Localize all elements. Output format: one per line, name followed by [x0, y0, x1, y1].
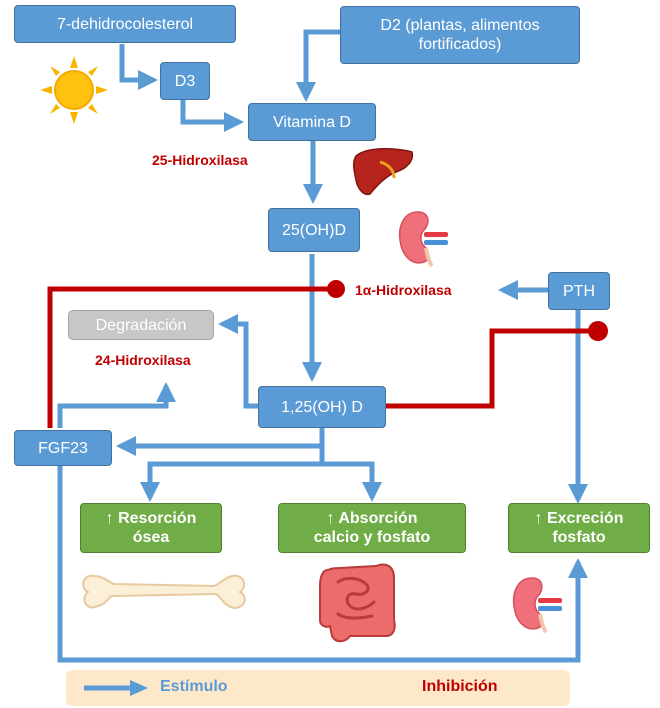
- kidney-icon: [398, 211, 448, 268]
- legend-stimulus-arrow: [84, 680, 148, 696]
- legend: Estímulo Inhibición: [66, 670, 570, 706]
- arrow-dehydro-to-d3: [119, 44, 158, 90]
- node-vitamina-d-label: Vitamina D: [273, 113, 351, 131]
- node-25ohd: 25(OH)D: [268, 208, 360, 252]
- arrow-125-to-degradacion: [218, 314, 260, 409]
- legend-stimulus-label: Estímulo: [160, 678, 228, 695]
- node-degradacion: Degradación: [68, 310, 214, 340]
- legend-inhibition-label: Inhibición: [422, 678, 498, 695]
- node-d3: D3: [160, 62, 210, 100]
- enzyme-1a-hidroxilasa: 1α-Hidroxilasa: [355, 282, 452, 298]
- node-vitamina-d: Vitamina D: [248, 103, 376, 141]
- outcome-resorcion-osea-label: ↑ Resorción ósea: [105, 510, 197, 546]
- arrow-125-to-absorcion: [322, 461, 382, 502]
- node-d2: D2 (plantas, alimentos fortificados): [340, 6, 580, 64]
- node-7-dehidrocolesterol: 7-dehidrocolesterol: [14, 5, 236, 43]
- arrow-fgf23-to-24: [57, 382, 176, 428]
- enzyme-24-hidroxilasa: 24-Hidroxilasa: [95, 352, 191, 368]
- liver-icon: [352, 148, 414, 196]
- node-degradacion-label: Degradación: [95, 316, 187, 334]
- inhibit-125-pth: [386, 328, 596, 409]
- arrow-125-to-resorcion: [140, 446, 325, 502]
- inhibit-dot-1a: [327, 280, 345, 298]
- node-25ohd-label: 25(OH)D: [281, 221, 346, 239]
- node-d2-label: D2 (plantas, alimentos fortificados): [380, 17, 540, 53]
- arrow-125-to-fgf23: [116, 428, 325, 456]
- kidney-icon-2: [512, 577, 562, 634]
- intestine-icon: [319, 563, 396, 643]
- sun-icon: [40, 56, 108, 124]
- outcome-excrecion-fosfato-label: ↑ Excreción fosfato: [534, 510, 624, 546]
- arrow-d3-to-vitd: [180, 100, 244, 132]
- outcome-resorcion-osea: ↑ Resorción ósea: [80, 503, 222, 553]
- outcome-absorcion-label: ↑ Absorción calcio y fosfato: [313, 510, 431, 546]
- arrow-d2-to-vitd: [296, 29, 340, 102]
- node-fgf23-label: FGF23: [38, 439, 88, 457]
- bone-icon: [82, 574, 246, 610]
- node-7-dehidrocolesterol-label: 7-dehidrocolesterol: [56, 15, 194, 33]
- node-fgf23: FGF23: [14, 430, 112, 466]
- outcome-absorcion: ↑ Absorción calcio y fosfato: [278, 503, 466, 553]
- node-d3-label: D3: [174, 72, 196, 90]
- node-125ohd: 1,25(OH) D: [258, 386, 386, 428]
- enzyme-25-hidroxilasa: 25-Hidroxilasa: [152, 152, 248, 168]
- node-pth-label: PTH: [563, 282, 595, 300]
- inhibit-fgf23-1a: [47, 286, 332, 428]
- node-pth: PTH: [548, 272, 610, 310]
- arrow-fgf23-to-excrecion: [57, 466, 588, 663]
- inhibit-dot-pth: [588, 321, 608, 341]
- node-125ohd-label: 1,25(OH) D: [281, 398, 363, 416]
- outcome-excrecion-fosfato: ↑ Excreción fosfato: [508, 503, 650, 553]
